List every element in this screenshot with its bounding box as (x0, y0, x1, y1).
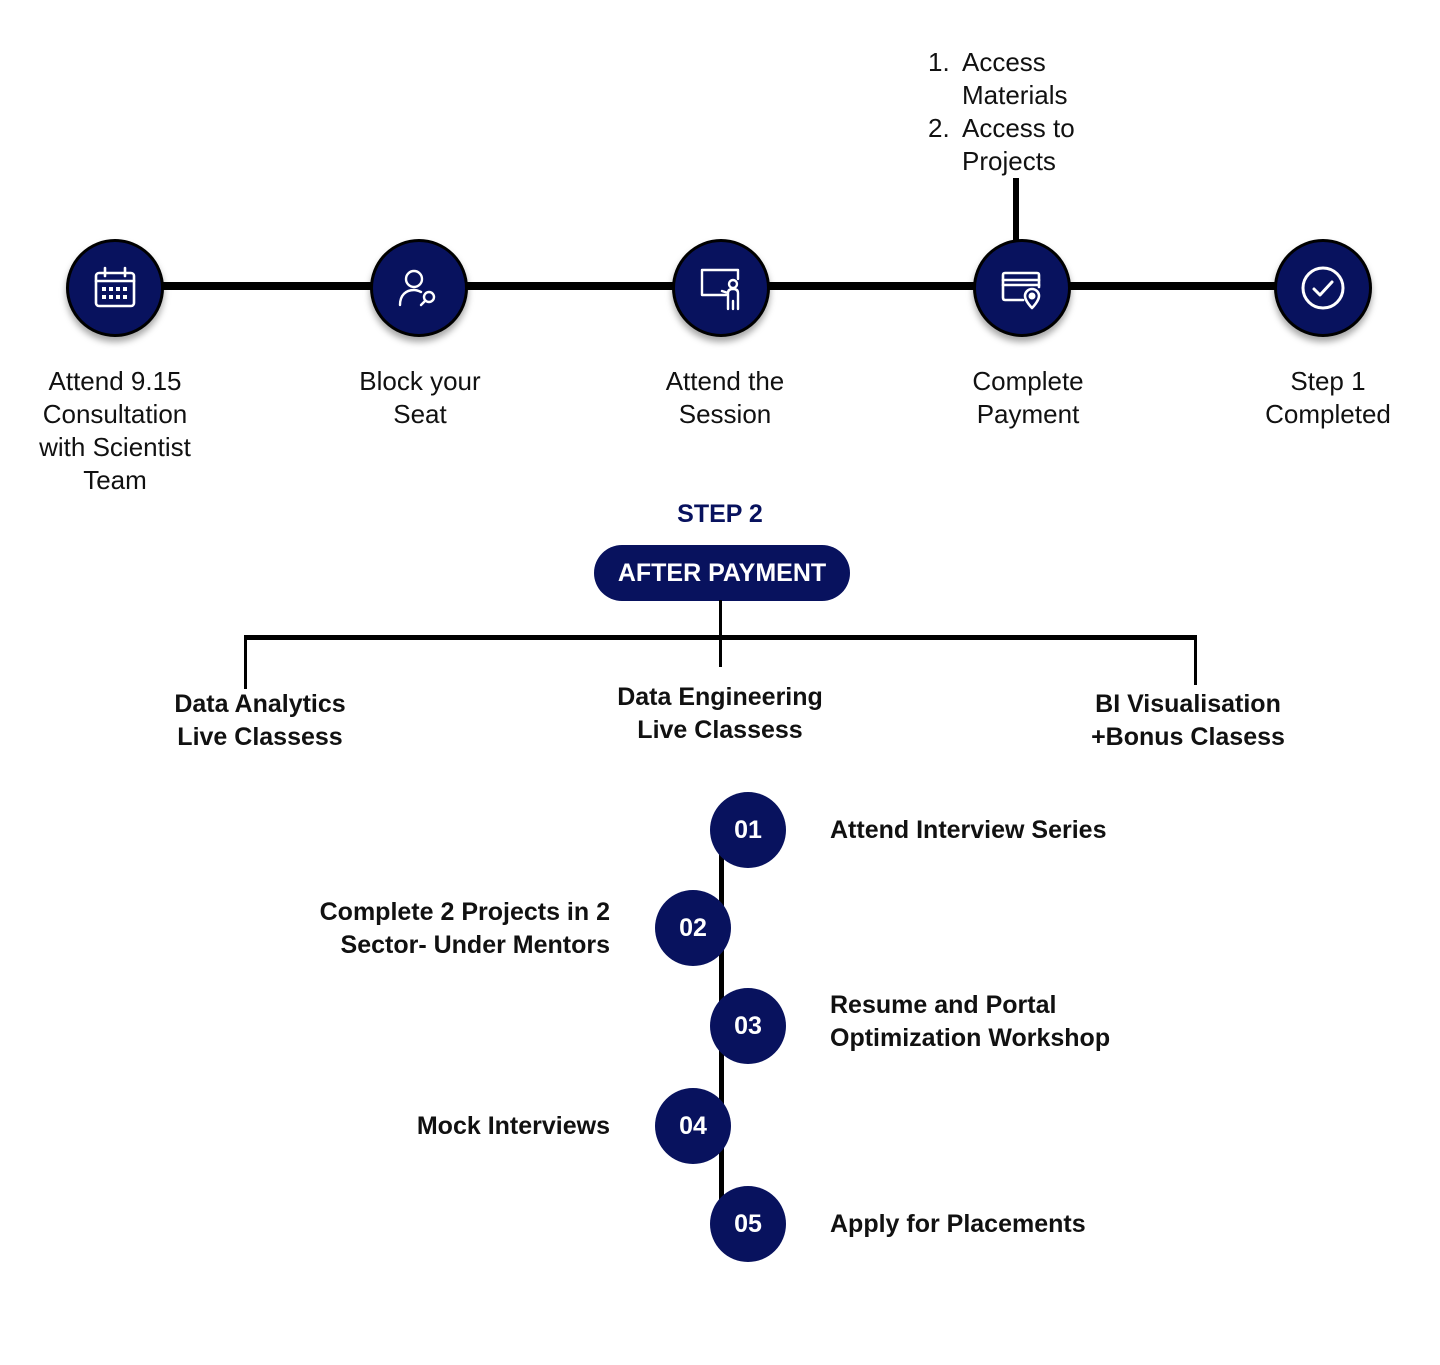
step-circle-block-seat (370, 239, 468, 337)
step-circle-payment (973, 239, 1071, 337)
presentation-icon (700, 268, 740, 311)
step-circle-completed (1274, 239, 1372, 337)
branch-data-analytics: Data Analytics Live Classess (174, 690, 346, 751)
step-label-session: Attend the Session (665, 366, 785, 429)
branch-bi-visualisation: BI Visualisation +Bonus Clasess (1091, 690, 1285, 751)
step-label-block-seat: Block your Seat (359, 366, 481, 429)
branch-stem-left (244, 635, 247, 689)
step-label-payment: Complete Payment (972, 366, 1084, 429)
payment-benefit-item: 2. Access to Projects (928, 112, 1075, 178)
step-label-consultation: Attend 9.15 Consultation with Scientist … (39, 366, 191, 495)
payment-benefits-connector (1013, 178, 1019, 242)
step-circle-consultation (66, 239, 164, 337)
payment-benefit-number: 2. (928, 113, 950, 143)
check-circle-icon (1301, 266, 1345, 310)
step2-title: STEP 2 (677, 500, 763, 528)
payment-benefit-item: 1. Access Materials (928, 46, 1075, 112)
branch-data-engineering: Data Engineering Live Classess (617, 683, 823, 744)
timeline-step-02: 02 (655, 890, 731, 966)
timeline-label-mock-interviews: Mock Interviews (416, 1112, 610, 1140)
timeline-label-projects: Complete 2 Projects in 2 Sector- Under M… (319, 898, 610, 959)
calendar-icon (94, 266, 136, 308)
timeline-step-05: 05 (710, 1186, 786, 1262)
payment-benefits-list: 1. Access Materials 2. Access to Project… (928, 46, 1075, 178)
after-payment-pill: AFTER PAYMENT (594, 545, 850, 601)
payment-card-icon (1001, 271, 1041, 310)
timeline-step-03: 03 (710, 988, 786, 1064)
timeline-step-04: 04 (655, 1088, 731, 1164)
branch-stem-center (719, 600, 722, 667)
branch-stem-right (1194, 635, 1197, 685)
branch-horizontal-line (244, 635, 1197, 640)
step-label-completed: Step 1 Completed (1265, 366, 1391, 429)
timeline-label-resume-workshop: Resume and Portal Optimization Workshop (830, 991, 1111, 1052)
timeline-label-interview-series: Attend Interview Series (830, 816, 1107, 844)
timeline-step-01: 01 (710, 792, 786, 868)
step-circle-session (672, 239, 770, 337)
user-search-icon (398, 269, 436, 307)
payment-benefit-number: 1. (928, 47, 950, 77)
payment-benefit-text: Access to Projects (962, 113, 1075, 176)
payment-benefit-text: Access Materials (962, 47, 1068, 110)
timeline-label-placements: Apply for Placements (830, 1210, 1086, 1238)
